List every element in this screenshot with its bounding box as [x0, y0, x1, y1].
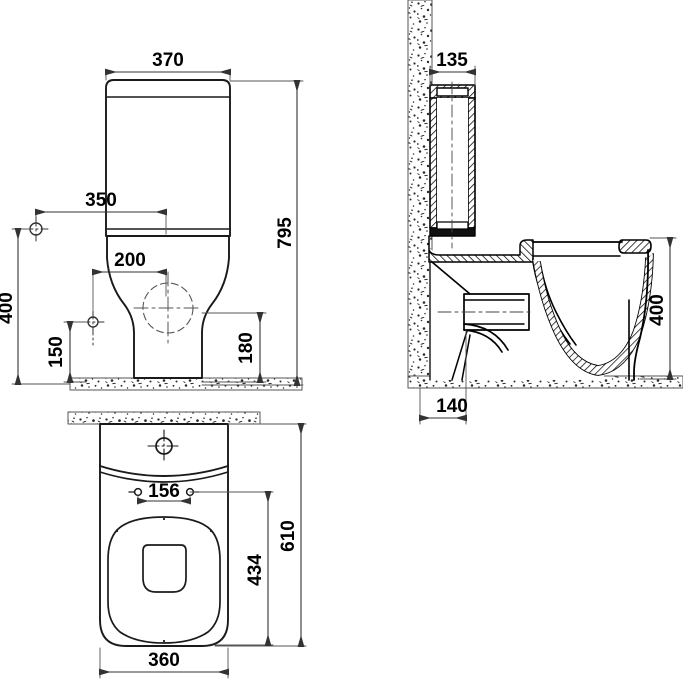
dim-plan-depth-610: 610: [214, 422, 307, 648]
dim-front-inlet-400: 400: [0, 227, 71, 386]
dim-label-front-inlet-offset: 350: [85, 190, 117, 211]
dim-label-front-bolt-spacing: 200: [114, 250, 146, 271]
dim-plan-seat-434: 434: [189, 490, 274, 647]
side-pan-section: [428, 235, 654, 381]
dim-front-pan-180: 180: [201, 311, 267, 384]
dim-label-plan-seat-length: 434: [245, 554, 266, 586]
dim-plan-bolts-156: 156: [128, 481, 200, 505]
dim-label-front-outlet-height: 150: [46, 336, 67, 368]
dim-front-bolts-200: 200: [91, 250, 168, 311]
dim-label-front-height: 795: [275, 217, 296, 249]
plan-seat-outline: [107, 516, 221, 644]
dim-side-height-400: 400: [639, 236, 677, 381]
dim-plan-width-360: 360: [98, 647, 230, 679]
front-floor-slab: [69, 377, 303, 391]
dim-label-side-cistern-depth: 135: [436, 50, 468, 71]
dim-label-side-outlet-offset: 140: [436, 396, 468, 417]
view-side-section: 135 400 140: [407, 0, 683, 425]
front-outlet-circle: [133, 271, 203, 345]
front-cistern: [105, 79, 231, 237]
dim-label-plan-bolt-spacing: 156: [148, 481, 180, 502]
plan-wall-strip: [67, 411, 261, 425]
dim-label-side-seat-height: 400: [647, 294, 668, 326]
dim-label-plan-projection: 610: [278, 520, 299, 552]
view-plan: 156 610 434 360: [67, 411, 307, 679]
dim-front-height-795: 795: [201, 79, 304, 387]
plan-flush-valve-marker-icon: [147, 429, 181, 463]
dim-front-outlet-150: 150: [46, 320, 89, 384]
front-outlet-marker-icon: [81, 310, 105, 346]
dim-side-cistern-135: 135: [428, 50, 477, 87]
view-front-elevation: 370 795 350 400: [0, 50, 304, 391]
side-wall: [407, 0, 433, 386]
dim-label-front-inlet-height: 400: [0, 292, 17, 324]
side-cistern-section: [429, 81, 476, 249]
dim-label-front-pan-height: 180: [236, 332, 257, 364]
dim-label-front-width: 370: [152, 50, 184, 71]
dim-side-outlet-140: 140: [418, 329, 468, 425]
dim-label-plan-width: 360: [148, 650, 180, 671]
dim-front-width-370: 370: [104, 50, 232, 81]
